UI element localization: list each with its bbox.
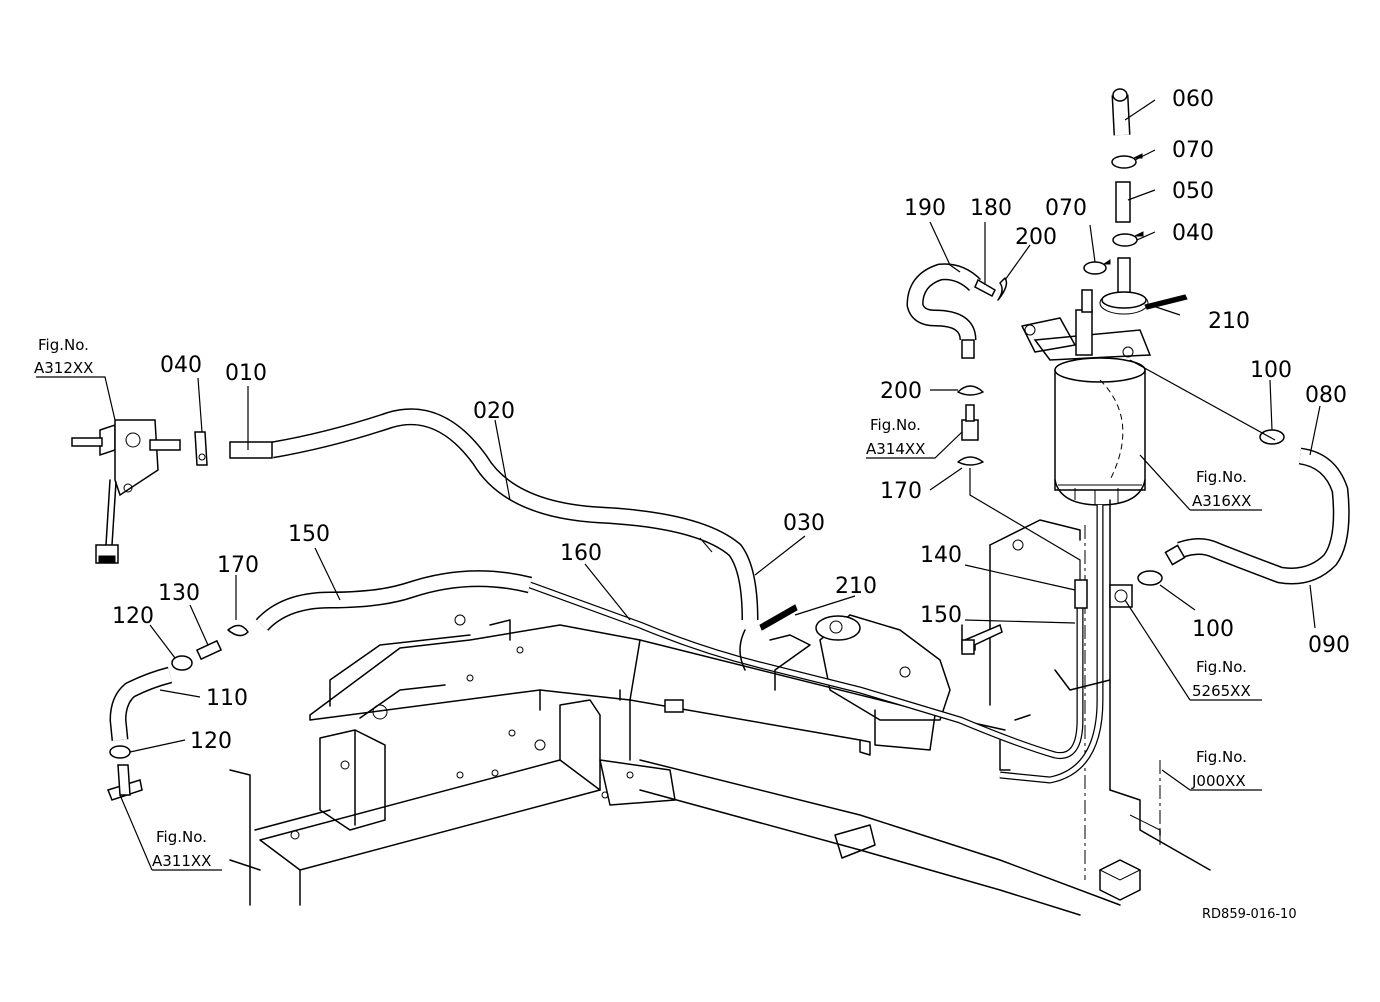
band-210-lower	[739, 604, 798, 671]
callout-100-lower: 100	[1192, 617, 1234, 642]
callout-050: 050	[1172, 179, 1214, 204]
leader-lines	[129, 99, 1321, 753]
fitting-130	[195, 639, 223, 661]
figure-ref-leaders	[36, 376, 1262, 871]
hose-190	[906, 263, 996, 359]
callout-020: 020	[473, 399, 515, 424]
hose-110	[109, 666, 173, 741]
callout-210-upper: 210	[1208, 309, 1250, 334]
tank-unit	[815, 614, 951, 751]
callout-090: 090	[1308, 633, 1350, 658]
fig-ref-label-a312xx: Fig.No.	[38, 336, 89, 354]
callout-150-left: 150	[288, 522, 330, 547]
hose-060	[1111, 88, 1131, 223]
callout-140: 140	[920, 543, 962, 568]
clip-170-left	[227, 624, 249, 637]
fig-ref-label-a314xx: Fig.No.	[870, 416, 921, 434]
clip-200-lower	[957, 385, 984, 396]
fig-ref-label-5265xx: Fig.No.	[1196, 658, 1247, 676]
callout-160: 160	[560, 541, 602, 566]
callout-040-left: 040	[160, 353, 202, 378]
callout-200-lower: 200	[880, 379, 922, 404]
fuel-pump	[71, 419, 181, 564]
callout-040-top: 040	[1172, 221, 1214, 246]
drawing-code: RD859-016-10	[1202, 907, 1297, 922]
callout-070-top: 070	[1172, 138, 1214, 163]
callout-100-upper: 100	[1250, 358, 1292, 383]
callout-110: 110	[206, 686, 248, 711]
fig-ref-label-a316xx: Fig.No.	[1196, 468, 1247, 486]
callout-170-right: 170	[880, 479, 922, 504]
callout-070-mid: 070	[1045, 196, 1087, 221]
bracket-150	[961, 623, 1003, 655]
fig-ref-code-a312xx: A312XX	[34, 359, 93, 377]
callout-010: 010	[225, 361, 267, 386]
fig-ref-code-j000xx: J000XX	[1191, 772, 1246, 790]
fitting-140	[1074, 579, 1088, 609]
clamp-070-mid	[1083, 259, 1111, 275]
clamp-120-upper	[171, 655, 193, 671]
clip-170-right	[957, 456, 984, 466]
clamp-070-top	[1111, 153, 1143, 169]
callouts: 060 070 050 040 070 190 180 200 210 010 …	[112, 87, 1350, 754]
callout-130: 130	[158, 581, 200, 606]
callout-060: 060	[1172, 87, 1214, 112]
callout-030: 030	[783, 511, 825, 536]
callout-080: 080	[1305, 383, 1347, 408]
callout-180: 180	[970, 196, 1012, 221]
figure-references: Fig.No. A312XX Fig.No. A314XX Fig.No. A3…	[34, 336, 1251, 870]
callout-170-left: 170	[217, 553, 259, 578]
clamp-040-top	[1112, 231, 1144, 247]
chassis-frame	[229, 499, 1211, 916]
clamp-100-upper	[1259, 429, 1285, 445]
fig-ref-code-a311xx: A311XX	[152, 852, 211, 870]
fig-ref-label-j000xx: Fig.No.	[1196, 748, 1247, 766]
fig-ref-code-a314xx: A314XX	[866, 440, 925, 458]
callout-120-upper: 120	[112, 604, 154, 629]
callout-200-upper: 200	[1015, 225, 1057, 250]
tee-fitting	[107, 764, 143, 801]
fuel-filter-assembly	[1021, 257, 1188, 506]
hose-080-090	[1164, 447, 1350, 585]
callout-120-lower: 120	[190, 729, 232, 754]
callout-150-right: 150	[920, 603, 962, 628]
hose-010-end	[229, 441, 273, 459]
callout-190: 190	[904, 196, 946, 221]
hose-150	[255, 570, 533, 632]
fig-ref-code-5265xx: 5265XX	[1192, 682, 1251, 700]
clamp-120-lower	[109, 745, 131, 759]
fitting-a314xx	[961, 404, 979, 441]
callout-210-lower: 210	[835, 574, 877, 599]
pipe-160	[528, 505, 1111, 784]
fig-ref-code-a316xx: A316XX	[1192, 492, 1251, 510]
hose-020	[270, 408, 759, 621]
clamp-040-left	[194, 431, 208, 466]
fig-ref-label-a311xx: Fig.No.	[156, 828, 207, 846]
clip-200-upper	[997, 277, 1008, 301]
clamp-100-lower	[1109, 570, 1163, 608]
